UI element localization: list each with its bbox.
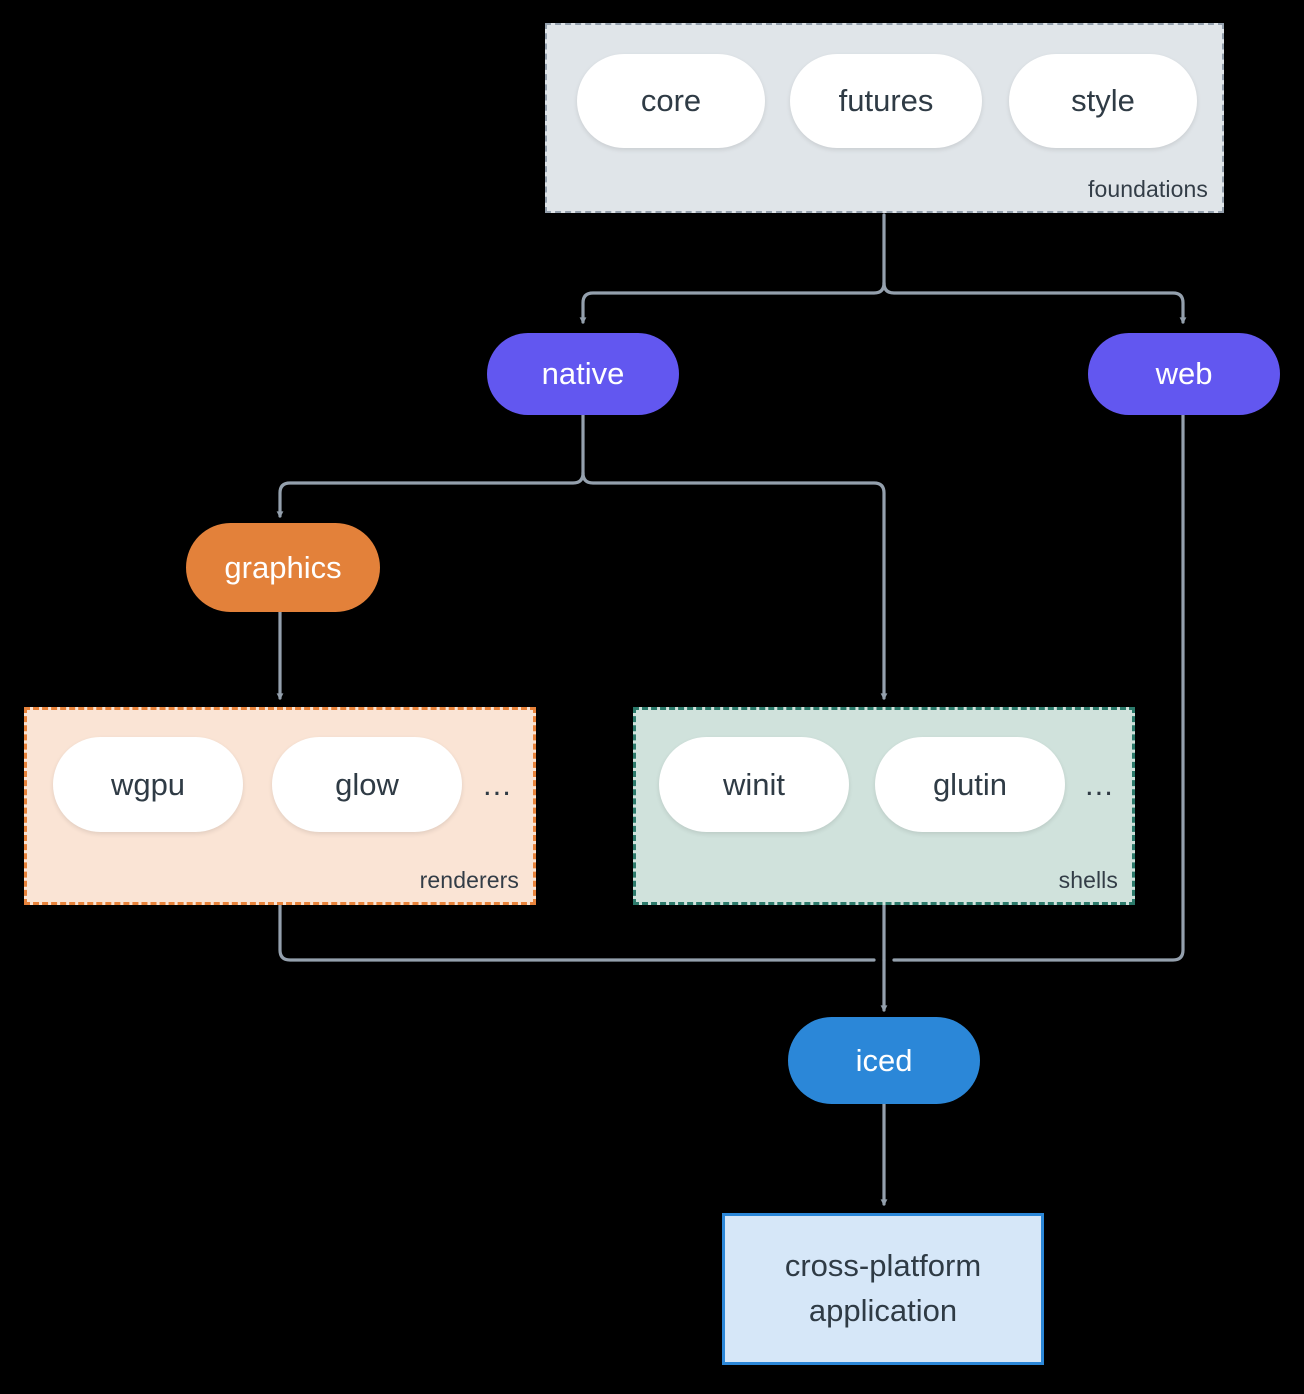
node-winit[interactable]: winit bbox=[659, 737, 849, 832]
group-renderers-label: renderers bbox=[419, 867, 519, 893]
node-iced-label: iced bbox=[855, 1042, 913, 1078]
node-style-label: style bbox=[1071, 83, 1135, 118]
edge-foundations-to-native bbox=[579, 281, 886, 325]
node-native[interactable]: native bbox=[487, 333, 679, 415]
node-native-label: native bbox=[541, 356, 625, 391]
node-futures-label: futures bbox=[838, 83, 934, 118]
group-foundations-label: foundations bbox=[1087, 176, 1208, 202]
renderers-ellipsis: ... bbox=[483, 767, 512, 802]
node-application-line1: cross-platform bbox=[784, 1248, 982, 1284]
group-renderers: wgpu glow ... renderers bbox=[24, 707, 536, 905]
node-glutin-label: glutin bbox=[932, 766, 1008, 802]
node-glow-label: glow bbox=[335, 766, 399, 802]
node-wgpu[interactable]: wgpu bbox=[53, 737, 243, 832]
node-wgpu-label: wgpu bbox=[110, 766, 186, 802]
node-glow[interactable]: glow bbox=[272, 737, 462, 832]
node-glutin[interactable]: glutin bbox=[875, 737, 1065, 832]
node-style[interactable]: style bbox=[1009, 54, 1197, 148]
node-iced[interactable]: iced bbox=[788, 1017, 980, 1104]
group-shells: winit glutin ... shells bbox=[633, 707, 1135, 905]
edge-renderers-to-iced bbox=[278, 903, 876, 962]
node-futures[interactable]: futures bbox=[790, 54, 982, 148]
group-foundations: core futures style foundations bbox=[545, 23, 1224, 213]
node-application[interactable]: cross-platform application bbox=[722, 1213, 1044, 1365]
group-shells-label: shells bbox=[1058, 867, 1118, 893]
shells-ellipsis: ... bbox=[1085, 767, 1114, 802]
edge-native-to-shells bbox=[581, 471, 888, 701]
node-application-line2: application bbox=[808, 1293, 958, 1328]
node-core-label: core bbox=[640, 83, 702, 118]
edge-foundations-to-web bbox=[882, 281, 1187, 325]
node-graphics-label: graphics bbox=[224, 549, 342, 585]
edge-native-to-graphics bbox=[276, 471, 585, 519]
node-web-label: web bbox=[1155, 356, 1213, 391]
node-web[interactable]: web bbox=[1088, 333, 1280, 415]
node-core[interactable]: core bbox=[577, 54, 765, 148]
node-graphics[interactable]: graphics bbox=[186, 523, 380, 612]
node-winit-label: winit bbox=[722, 766, 785, 802]
